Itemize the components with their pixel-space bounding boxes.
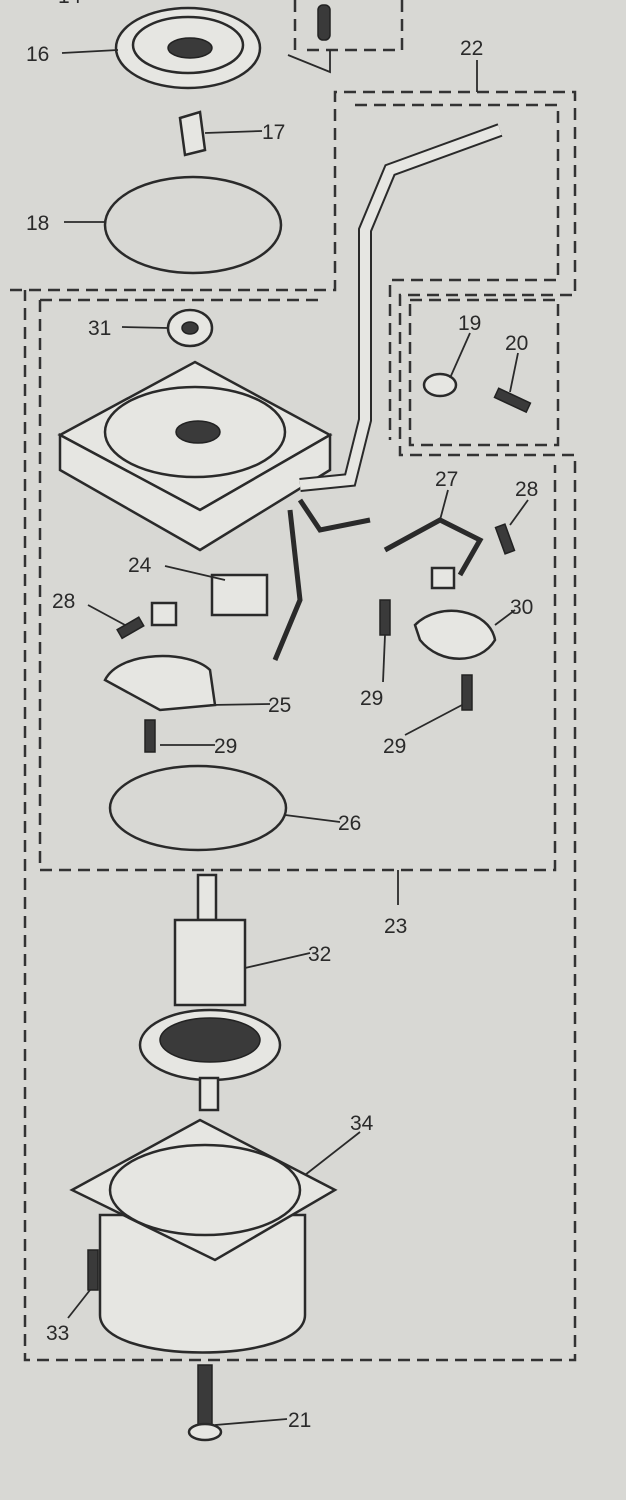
callout-31: 31 <box>88 317 111 340</box>
callout-29: 29 <box>360 687 383 710</box>
part-23-end-cap <box>57 360 333 552</box>
callout-24: 24 <box>128 554 152 577</box>
callout-17: 17 <box>262 121 285 144</box>
part-16-brush-plate <box>114 6 262 90</box>
part-34-motor-housing <box>69 1118 338 1354</box>
callout-20: 20 <box>505 332 528 355</box>
callout-33: 33 <box>46 1322 69 1345</box>
group-outline-22 <box>355 103 560 440</box>
wire <box>272 509 303 661</box>
callout-19: 19 <box>458 312 481 335</box>
callout-29: 29 <box>214 735 237 758</box>
brush <box>150 601 178 627</box>
part-spring-icon <box>317 4 331 41</box>
part-17-coupler <box>178 110 207 157</box>
part-31-bearing <box>166 308 214 348</box>
callout-29: 29 <box>383 735 406 758</box>
brush <box>430 566 456 590</box>
group-outline-top <box>293 0 404 52</box>
group-outline-19-20 <box>408 298 560 447</box>
part-25-brush-plate <box>103 654 217 712</box>
callout-28: 28 <box>515 478 538 501</box>
part-27-lead <box>383 517 484 577</box>
callout-27: 27 <box>435 468 458 491</box>
callout-34: 34 <box>350 1112 374 1135</box>
callout-18: 18 <box>26 212 49 235</box>
part-28-spring <box>494 523 516 555</box>
part-21-through-bolt <box>197 1364 213 1431</box>
part-28-spring <box>116 616 145 640</box>
callout-22: 22 <box>460 37 483 60</box>
group-outline-outer <box>10 90 577 1362</box>
part-24-brush-holder <box>210 573 269 617</box>
group-outline-23 <box>38 298 557 872</box>
callout-32: 32 <box>308 943 331 966</box>
leader-lines <box>61 49 529 1426</box>
part-19-clamp <box>422 372 458 398</box>
part-18-o-ring <box>103 175 283 275</box>
part-29-screw <box>461 674 473 711</box>
part-29-screw <box>379 599 391 636</box>
part-32-armature <box>138 873 282 1112</box>
wire <box>297 498 371 533</box>
callout-21: 21 <box>288 1409 311 1432</box>
part-29-screw <box>144 719 156 753</box>
callout-14: 14 <box>58 0 82 8</box>
callout-30: 30 <box>510 596 533 619</box>
callout-25: 25 <box>268 694 291 717</box>
callout-26: 26 <box>338 812 361 835</box>
part-20-screw <box>493 387 532 414</box>
callout-23: 23 <box>384 915 407 938</box>
part-33-screw <box>87 1249 99 1291</box>
callout-28: 28 <box>52 590 75 613</box>
part-30-brush-plate <box>413 609 497 660</box>
bolt-head <box>187 1422 223 1442</box>
callout-16: 16 <box>26 43 49 66</box>
part-26-o-ring <box>108 764 288 852</box>
